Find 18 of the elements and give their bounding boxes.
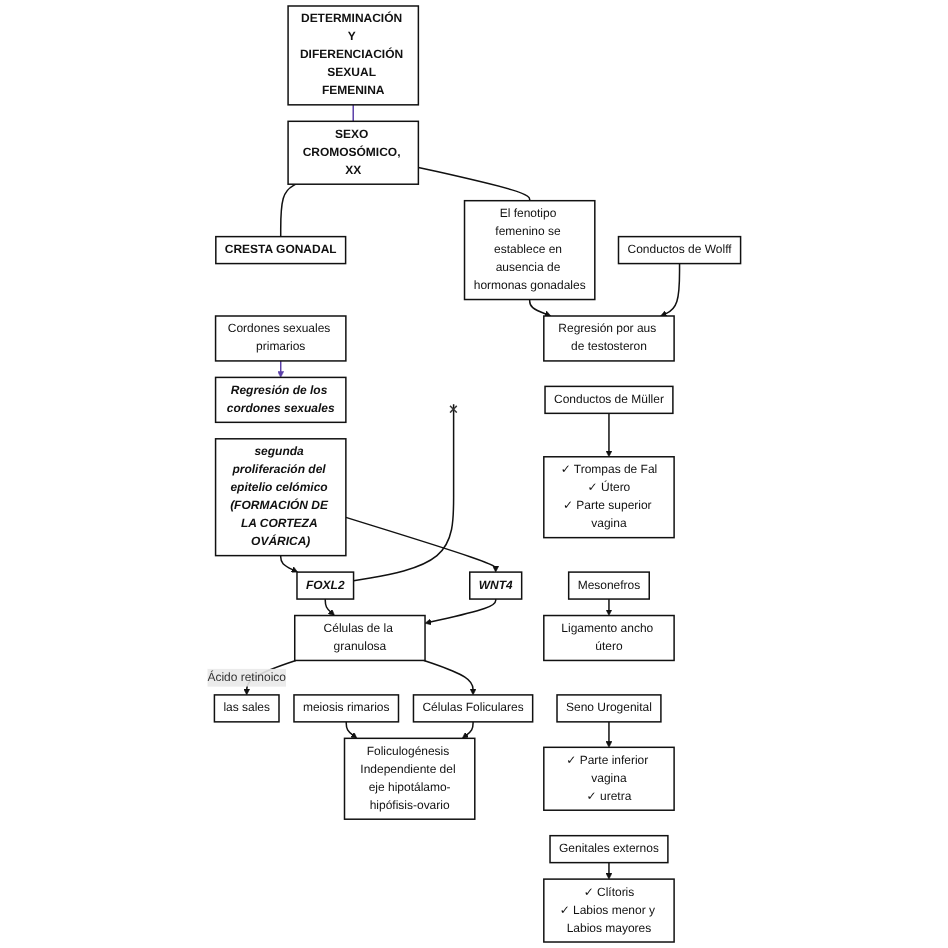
connector — [352, 403, 458, 582]
connector — [417, 166, 531, 202]
connector — [279, 183, 297, 238]
arrow — [345, 721, 358, 739]
arrow — [462, 721, 474, 739]
arrow — [605, 861, 613, 880]
arrow — [279, 554, 298, 573]
arrow — [423, 659, 477, 696]
connector — [352, 104, 354, 123]
arrow — [528, 298, 552, 317]
arrow — [660, 262, 681, 317]
arrow — [605, 721, 613, 748]
arrow — [324, 598, 335, 616]
arrow — [277, 360, 284, 378]
arrow — [605, 412, 613, 458]
arrow — [605, 598, 613, 616]
arrow — [345, 516, 499, 573]
arrow — [424, 598, 497, 626]
